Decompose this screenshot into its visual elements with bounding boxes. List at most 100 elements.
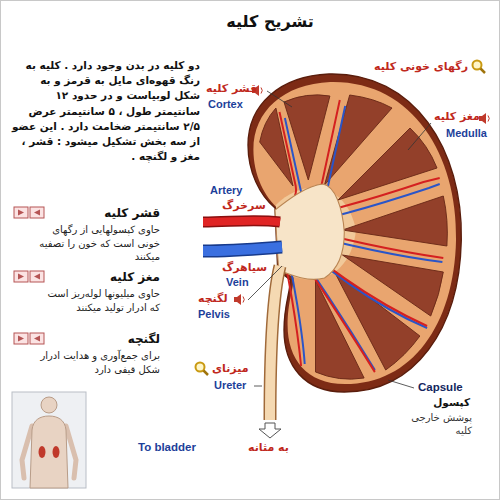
ureter-tube [270,266,280,420]
magnifier-icon [473,61,482,70]
body-figure [12,392,86,488]
section-text: برای جمع‌آوری و هدایت ادرار شکل قیفی دار… [36,349,160,376]
part-label-english-slot: Artery [210,184,242,198]
section-text-slot: حاوی کپسولهایی از رگهای خونی است که خون … [36,223,160,264]
ureter-tube [270,266,280,420]
intro-text: دو کلیه در بدن وجود دارد . کلیه به رنگ ق… [12,58,200,165]
part-label-english: Vein [226,276,249,290]
part-label: کپسول [433,396,470,409]
renal-artery [203,221,280,222]
direction-label-english: To bladder [138,440,196,454]
media-buttons [30,207,44,218]
renal-vein [203,247,282,251]
part-note-slot: پوشش خارجی کلیه [410,411,472,437]
leader-lines [248,91,431,388]
renal-vein [203,247,282,251]
part-label-english: Medulla [446,127,487,141]
section-heading: مغز کلیه [110,270,160,285]
media-buttons [14,271,44,282]
body-figure [12,392,86,488]
renal-artery [203,221,280,222]
kidney-cortex [253,82,456,384]
section-heading: قشر کلیه [104,206,160,221]
media-buttons [14,333,44,344]
media-buttons [18,210,24,216]
section-text-slot: برای جمع‌آوری و هدایت ادرار شکل قیفی دار… [36,349,160,376]
media-buttons [30,271,44,282]
part-label-english-slot: Cortex [208,98,243,112]
part-label: قشر کلیه [206,82,257,96]
magnifier-icon [481,69,486,74]
section-heading-slot: قشر کلیه [104,206,160,221]
renal-artery [203,221,280,222]
speaker-icon [234,294,244,305]
body-figure [30,416,68,488]
part-label: رگهای خونی کلیه [374,60,468,74]
part-label-slot: قشر کلیه [206,82,257,96]
speaker-icon [237,294,241,305]
medulla-pyramids [260,95,448,379]
part-label-slot: رگهای خونی کلیه [374,60,468,74]
section-heading: لگنچه [128,332,160,347]
body-figure [41,397,57,413]
media-buttons [18,336,24,342]
magnifier-icon [204,371,209,376]
speaker-icon [488,116,489,122]
leader-lines [267,91,292,107]
section-text: حاوی کپسولهایی از رگهای خونی است که خون … [36,223,160,264]
media-buttons [14,207,44,218]
part-label-slot: کپسول [433,396,470,409]
medulla-pyramids [316,280,365,379]
part-label: میزنای [212,362,249,376]
renal-vein [203,247,282,251]
body-figure [53,446,60,458]
part-label: سیاهرگ [222,261,267,275]
part-label-slot: مغز کلیه [434,110,480,124]
kidney [248,74,461,392]
part-label: لگنچه [198,292,228,306]
medulla-pyramids [343,196,448,246]
direction-label-slot: به مثانه [248,441,289,455]
intro-text-slot: دو کلیه در بدن وجود دارد . کلیه به رنگ ق… [12,58,200,165]
part-label-slot: لگنچه [198,292,228,306]
speaker-icon [243,297,244,303]
part-label-english: Ureter [214,379,246,393]
direction-label: به مثانه [248,441,289,455]
media-buttons [14,333,28,344]
media-buttons [34,210,40,216]
kidney-capsule [248,74,461,392]
part-label-slot: سرخرگ [222,199,266,213]
leader-lines [254,386,262,387]
magnifier-icon [196,363,209,376]
speaker-icon [234,297,237,302]
part-label-english: Capsule [418,380,463,394]
leader-lines [408,123,431,150]
media-buttons [18,274,24,280]
title-slot: تشریح کلیه [150,12,390,32]
magnifier-icon [473,61,486,74]
part-label-english-slot: Ureter [214,379,246,393]
part-label-english-slot: Vein [226,276,249,290]
media-buttons [30,333,44,344]
leader-lines [388,380,414,388]
part-label-slot: میزنای [212,362,249,376]
media-buttons [34,336,40,342]
to-bladder-arrow [259,423,281,438]
artery-branches [276,100,443,372]
part-note: پوشش خارجی کلیه [410,411,472,437]
speaker-icon [482,113,486,124]
direction-label-english-slot: To bladder [138,440,196,454]
body-figure [39,446,46,458]
speaker-icon [261,88,262,94]
part-label-english: Artery [210,184,242,198]
part-label-english-slot: Medulla [446,127,487,141]
media-buttons [14,271,28,282]
section-heading-slot: مغز کلیه [110,270,160,285]
part-label-english: Pelvis [198,308,230,322]
part-label-english: Cortex [208,98,243,112]
magnifier-icon [196,363,205,372]
media-buttons [14,207,28,218]
